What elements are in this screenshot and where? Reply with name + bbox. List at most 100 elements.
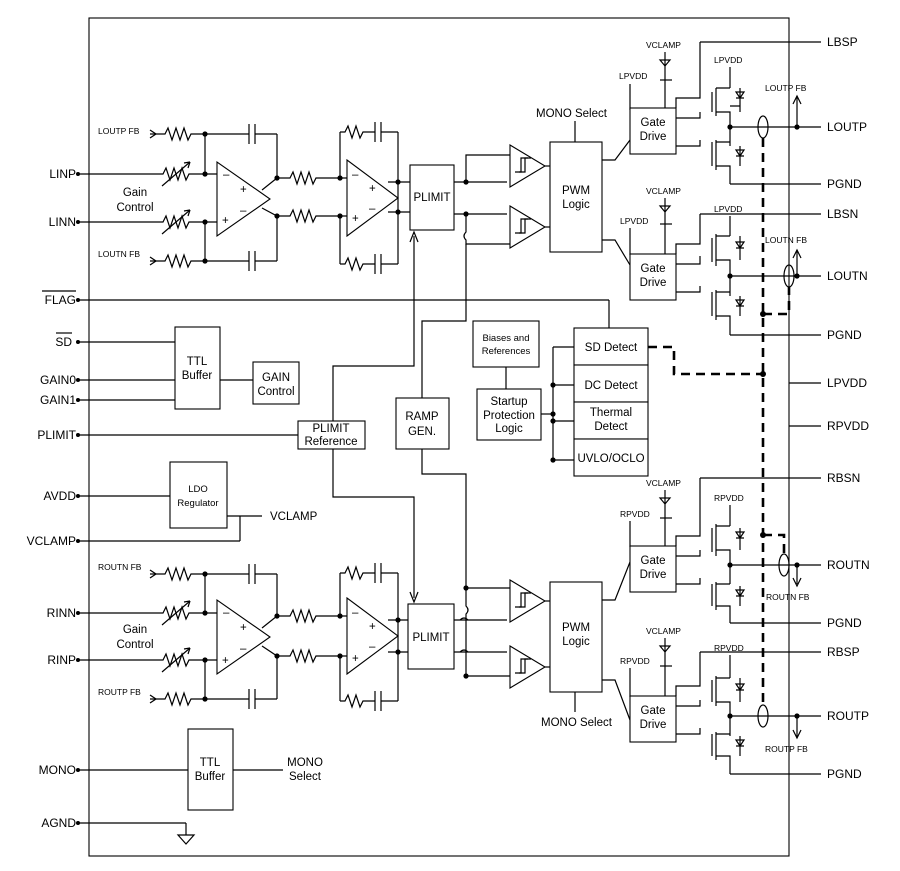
pin-sd: SD — [55, 335, 72, 349]
pin-lbsp: LBSP — [827, 35, 858, 49]
svg-text:Drive: Drive — [640, 131, 667, 143]
comparator-top-2 — [509, 205, 547, 249]
svg-text:Thermal: Thermal — [590, 407, 632, 419]
svg-text:UVLO/OCLO: UVLO/OCLO — [577, 453, 644, 465]
output-stage-routp: VCLAMP RPVDD Gate Drive RPVDD ROUTP FB — [620, 626, 808, 774]
svg-text:+: + — [352, 653, 359, 665]
ramp-gen — [395, 397, 450, 450]
pin-rbsp: RBSP — [827, 645, 860, 659]
pwm-logic-top — [549, 141, 603, 253]
label-routp-fb-right: ROUTP FB — [765, 744, 808, 754]
opamp-left-1 — [216, 160, 271, 238]
svg-text:TTL: TTL — [187, 356, 208, 368]
pin-avdd: AVDD — [44, 489, 77, 503]
svg-text:–: – — [352, 169, 359, 181]
gate-drive-3 — [629, 545, 677, 593]
comparator-bottom-2 — [509, 645, 547, 689]
svg-text:+: + — [352, 213, 359, 225]
label-loutp-fb: LOUTP FB — [98, 126, 140, 136]
svg-text:References: References — [482, 346, 531, 357]
pin-vclamp: VCLAMP — [27, 534, 76, 548]
svg-text:+: + — [369, 183, 376, 195]
output-stage-loutp: VCLAMP LPVDD Gate Drive LPVDD LOUTP FB — [619, 40, 807, 184]
svg-text:PWM: PWM — [562, 185, 590, 197]
label-rpvdd-2: RPVDD — [714, 493, 744, 503]
pin-loutp: LOUTP — [827, 120, 867, 134]
svg-text:Reference: Reference — [304, 436, 357, 448]
svg-text:Drive: Drive — [640, 719, 667, 731]
label-routp-fb: ROUTP FB — [98, 687, 141, 697]
pin-pgnd-3: PGND — [827, 616, 862, 630]
plimit-block-top — [409, 164, 455, 231]
left-input-stage: LOUTP FB Gain Control LOUTN FB – + + – –… — [98, 122, 410, 274]
gate-drive-1 — [629, 107, 677, 155]
label-rpvdd-3: RPVDD — [620, 656, 650, 666]
svg-text:TTL: TTL — [200, 757, 221, 769]
svg-text:Gate: Gate — [641, 117, 666, 129]
label-mono-select-top: MONO Select — [536, 108, 608, 120]
svg-text:Gate: Gate — [641, 555, 666, 567]
label-gain-control-top-1: Gain — [123, 187, 147, 199]
svg-text:PWM: PWM — [562, 622, 590, 634]
label-rpvdd-1: RPVDD — [620, 509, 650, 519]
pin-mono: MONO — [39, 763, 76, 777]
gate-drive-2 — [629, 253, 677, 301]
label-lpvdd-2: LPVDD — [714, 55, 742, 65]
pin-rinp: RINP — [47, 653, 76, 667]
label-vclamp-1: VCLAMP — [646, 40, 681, 50]
pin-linp: LINP — [49, 167, 76, 181]
svg-text:PLIMIT: PLIMIT — [312, 423, 349, 435]
ground-icon — [176, 834, 196, 845]
right-pins: LBSP LOUTP PGND LBSN LOUTN PGND LPVDD RP… — [700, 35, 870, 781]
label-gain-control-top-2: Control — [116, 202, 153, 214]
svg-text:+: + — [369, 621, 376, 633]
svg-text:PLIMIT: PLIMIT — [412, 632, 449, 644]
output-stage-routn: VCLAMP RPVDD Gate Drive RPVDD ROUTN FB — [620, 478, 810, 623]
svg-text:–: – — [240, 643, 247, 655]
svg-text:+: + — [240, 622, 247, 634]
pin-pgnd-1: PGND — [827, 177, 862, 191]
ldo-regulator — [169, 461, 228, 529]
svg-text:Gate: Gate — [641, 705, 666, 717]
pin-loutn: LOUTN — [827, 269, 868, 283]
svg-text:GAIN: GAIN — [262, 372, 290, 384]
gain-control-block — [252, 361, 300, 405]
svg-text:–: – — [369, 641, 376, 653]
svg-text:–: – — [369, 203, 376, 215]
label-lpvdd-1: LPVDD — [619, 71, 647, 81]
label-vclamp-ldo: VCLAMP — [270, 511, 318, 523]
svg-text:Logic: Logic — [562, 199, 590, 211]
svg-text:LDO: LDO — [188, 484, 208, 495]
svg-text:Protection: Protection — [483, 410, 535, 422]
svg-text:Control: Control — [257, 386, 294, 398]
label-mono-select-buffer-2: Select — [289, 771, 322, 783]
label-rpvdd-4: RPVDD — [714, 643, 744, 653]
plimit-block-bottom — [407, 603, 455, 670]
ttl-buffer-top — [174, 326, 221, 410]
label-loutn-fb-right: LOUTN FB — [765, 235, 807, 245]
pin-flag: FLAG — [45, 293, 76, 307]
pin-lpvdd: LPVDD — [827, 376, 867, 390]
svg-text:+: + — [240, 184, 247, 196]
label-lpvdd-4: LPVDD — [714, 204, 742, 214]
plimit-reference — [297, 420, 366, 450]
svg-text:PLIMIT: PLIMIT — [413, 192, 450, 204]
left-pins: LINP LINN FLAG SD GAIN0 GAIN1 PLIMIT AVD… — [27, 167, 610, 845]
opamp-right-1 — [216, 598, 271, 676]
svg-text:Logic: Logic — [495, 423, 523, 435]
svg-text:Buffer: Buffer — [182, 370, 213, 382]
svg-text:Logic: Logic — [562, 636, 590, 648]
svg-text:Buffer: Buffer — [195, 771, 226, 783]
pin-routn: ROUTN — [827, 558, 870, 572]
label-vclamp-2: VCLAMP — [646, 186, 681, 196]
label-lpvdd-3: LPVDD — [620, 216, 648, 226]
svg-text:Drive: Drive — [640, 277, 667, 289]
svg-text:GEN.: GEN. — [408, 426, 436, 438]
label-routn-fb: ROUTN FB — [98, 562, 142, 572]
svg-text:DC Detect: DC Detect — [584, 380, 638, 392]
svg-text:Biases and: Biases and — [482, 333, 529, 344]
label-gain-control-bot-1: Gain — [123, 624, 147, 636]
svg-text:+: + — [222, 655, 229, 667]
svg-text:Startup: Startup — [490, 396, 527, 408]
svg-text:SD Detect: SD Detect — [585, 342, 638, 354]
